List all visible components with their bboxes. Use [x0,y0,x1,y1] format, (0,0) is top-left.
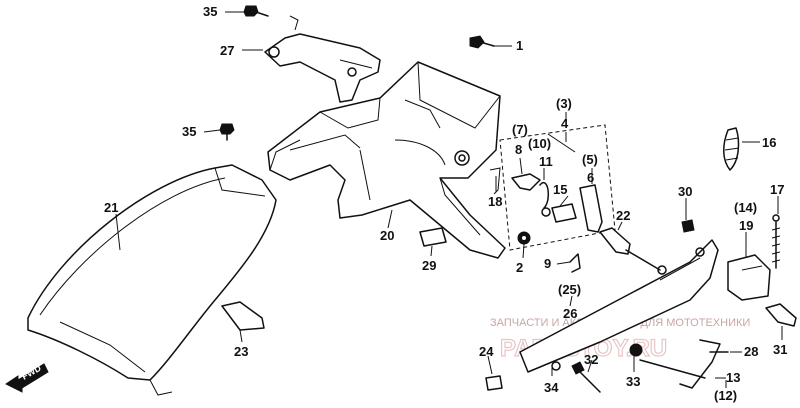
label-1: 1 [516,38,523,53]
label-34: 34 [544,380,559,395]
label-2: 2 [516,260,523,275]
bracket-part-27 [264,15,381,103]
brake-switch-assembly-part-4 [489,124,616,251]
label-18: 18 [488,194,502,209]
spring-part-17 [771,214,781,269]
label-23: 23 [234,344,248,359]
sticker-part-29 [419,227,447,247]
bracket-part-23 [221,301,265,331]
forward-arrow: FWD [5,363,49,393]
label-22: 22 [616,208,630,223]
label-35-top: 35 [203,4,217,19]
label-35-left: 35 [182,124,196,139]
label-12: (12) [714,388,737,403]
label-30: 30 [678,184,692,199]
bolt-part-32 [571,361,601,393]
bolt-part-1 [469,35,495,49]
label-29: 29 [422,258,436,273]
label-10: (10) [528,136,551,151]
label-13: 13 [726,370,740,385]
label-28: 28 [744,344,758,359]
label-14: (14) [734,200,757,215]
bushing-part-33 [629,343,643,357]
leader-lines [115,11,783,388]
clip-part-9 [569,253,581,273]
bolt-part-35-top [243,5,269,17]
label-31: 31 [773,342,787,357]
label-24: 24 [479,344,494,359]
label-19: 19 [739,218,753,233]
label-32: 32 [584,352,598,367]
label-6: 6 [587,170,594,185]
rod-part-22 [599,227,667,275]
bolt-part-35-left [219,123,235,141]
rear-frame-part-20 [267,61,506,259]
label-17: 17 [770,182,784,197]
small-parts [541,207,551,217]
pedal-rod-part-13 [639,339,721,389]
label-11: 11 [539,154,553,169]
label-20: 20 [380,228,394,243]
nut-part-2 [517,231,531,245]
bracket-part-19 [727,254,771,301]
label-5: (5) [582,152,598,167]
inner-fender-part-21 [27,164,277,396]
label-3: (3) [556,96,572,111]
pin-part-31 [765,303,797,327]
brake-pedal-part-12 [519,239,719,373]
label-7: (7) [512,122,528,137]
label-4: 4 [561,116,569,131]
washer-part-34 [551,361,561,371]
spring-part-16 [723,127,740,171]
label-21: 21 [104,200,118,215]
label-8: 8 [515,142,522,157]
label-15: 15 [553,182,567,197]
label-9: 9 [544,256,551,271]
label-26: 26 [563,306,577,321]
part-number-labels: 35 27 1 35 21 20 29 2 (3) 4 (7) (10) (5)… [104,4,787,403]
bolt-part-30 [681,219,695,233]
label-33: 33 [626,374,640,389]
label-25: (25) [558,282,581,297]
label-27: 27 [220,43,234,58]
label-16: 16 [762,135,776,150]
nut-part-24 [485,375,503,391]
